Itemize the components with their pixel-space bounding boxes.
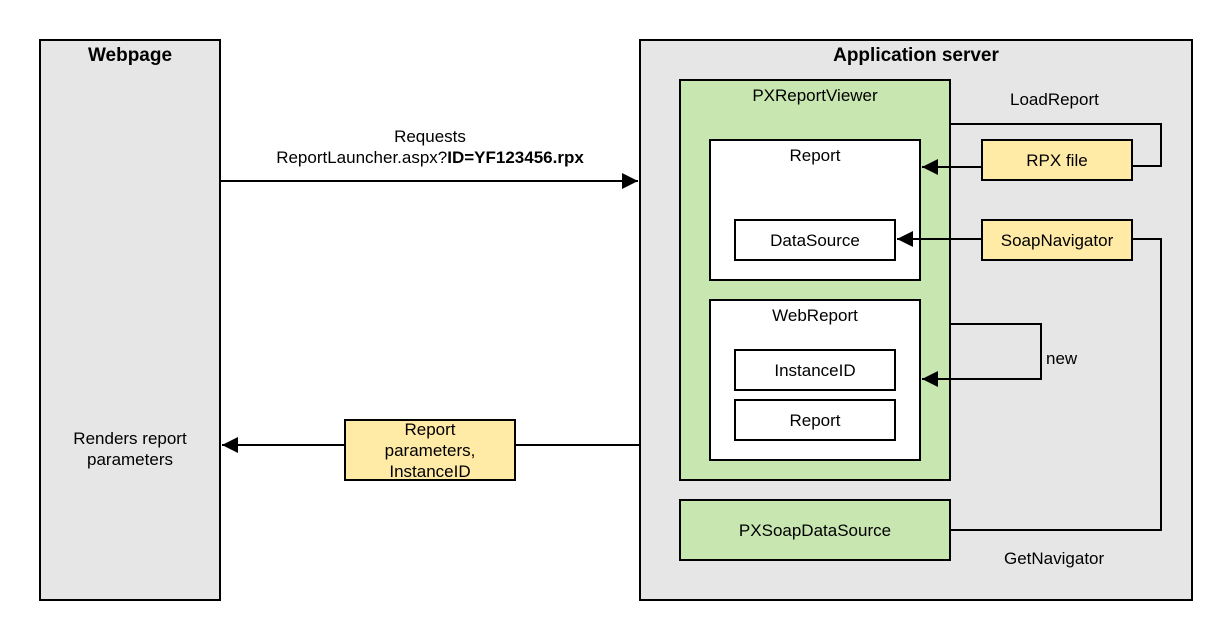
pxreportviewer-title: PXReportViewer — [752, 86, 878, 105]
webreport-report-box: Report — [734, 399, 896, 441]
soapnavigator-box: SoapNavigator — [981, 219, 1133, 261]
request-url-prefix: ReportLauncher.aspx? — [276, 148, 448, 167]
instanceid-box: InstanceID — [734, 349, 896, 391]
pxsoapdatasource-box: PXSoapDataSource — [679, 499, 951, 561]
rpx-file-box: RPX file — [981, 139, 1133, 181]
webpage-title: Webpage — [87, 45, 173, 66]
new-label: new — [1046, 349, 1078, 368]
renders-report-parameters-text: Renders report parameters — [73, 429, 187, 469]
report-parameters-box: Report parameters, InstanceID — [344, 419, 516, 481]
application-server-title: Application server — [833, 45, 999, 66]
datasource-box: DataSource — [734, 219, 896, 261]
getnavigator-label: GetNavigator — [1004, 549, 1105, 568]
report-box-title: Report — [789, 146, 841, 165]
loadreport-label: LoadReport — [1010, 90, 1099, 109]
request-line2: ReportLauncher.aspx?ID=YF123456.rpx — [240, 147, 620, 168]
webpage-box: Webpage Renders report parameters — [39, 39, 221, 601]
request-url-id: ID=YF123456.rpx — [447, 148, 584, 167]
webreport-box-title: WebReport — [772, 306, 858, 325]
request-line1: Requests — [394, 127, 466, 146]
request-label: Requests ReportLauncher.aspx?ID=YF123456… — [240, 126, 620, 168]
